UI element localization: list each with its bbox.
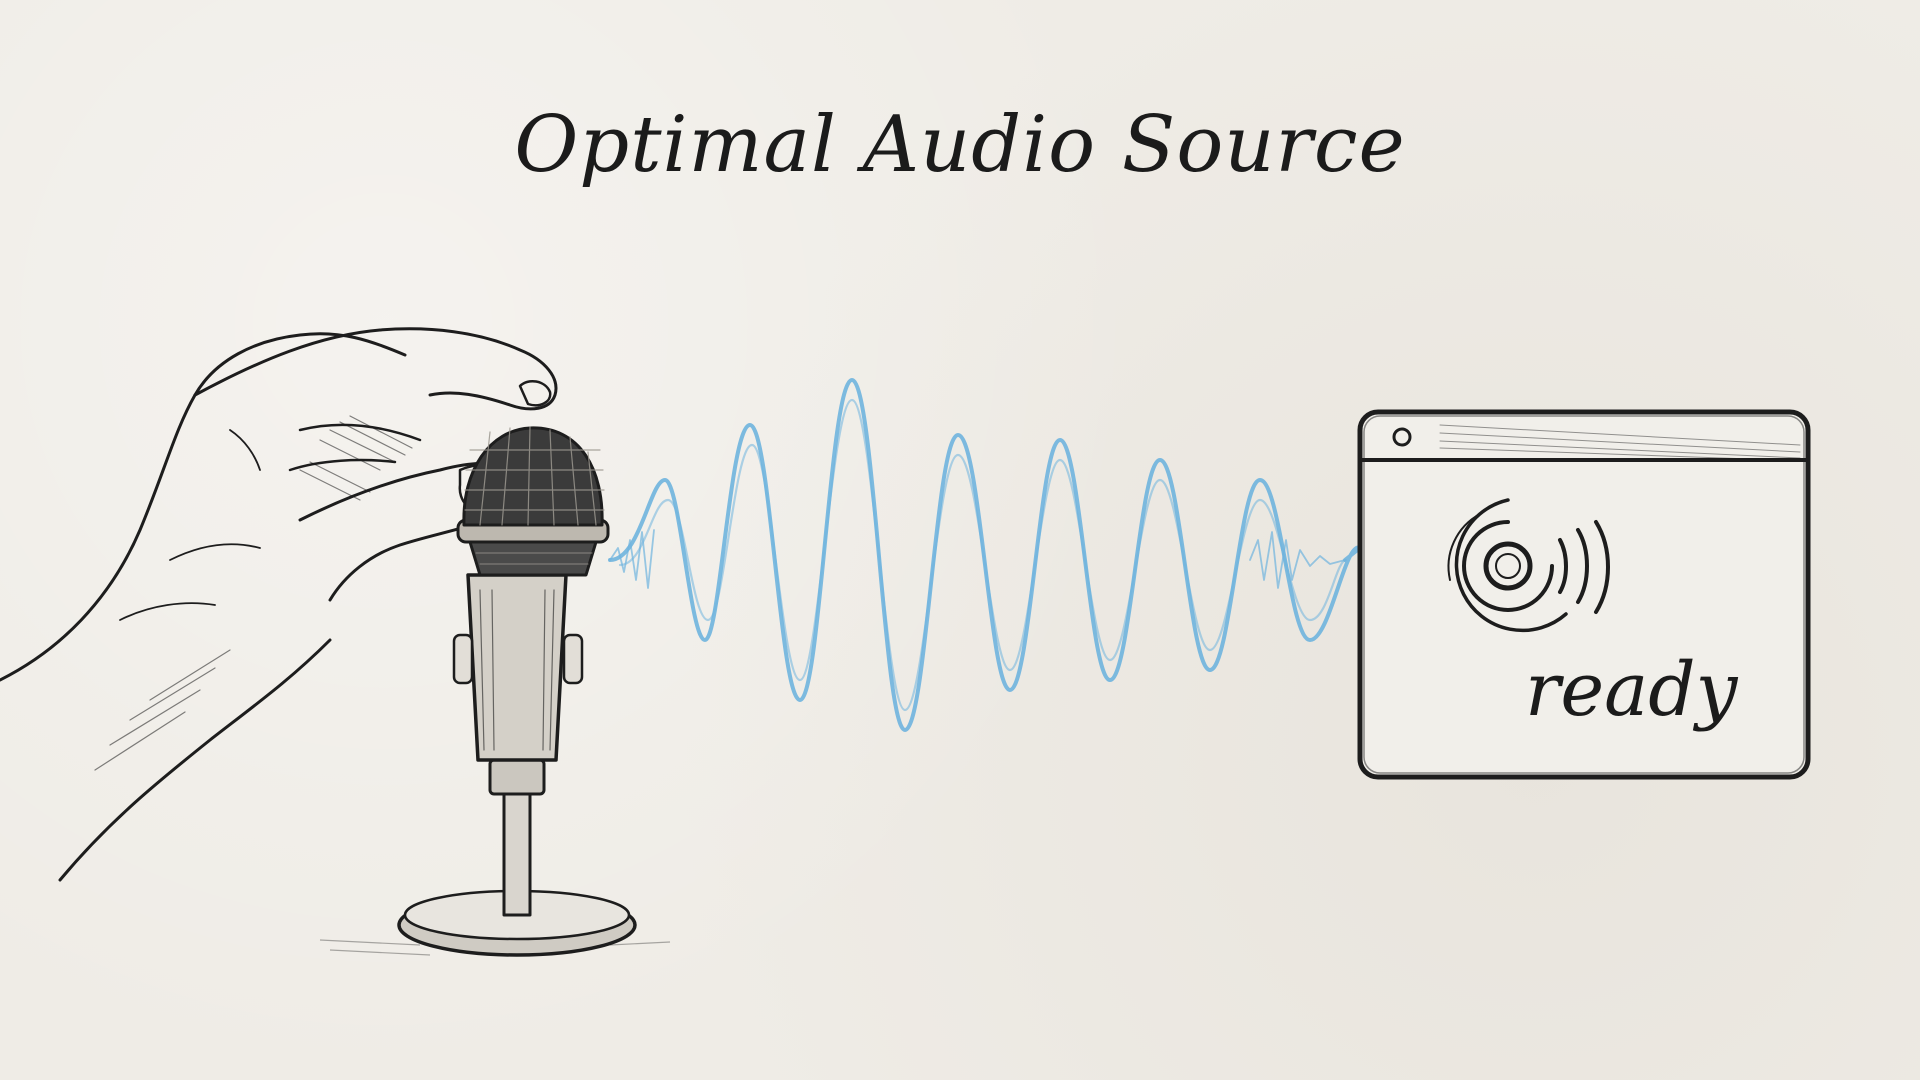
ground-shadow bbox=[319, 939, 671, 956]
sound-wave-icon bbox=[608, 378, 1362, 732]
speaker-icon bbox=[1447, 498, 1610, 633]
microphone-icon bbox=[397, 426, 637, 957]
status-label: ready bbox=[1525, 647, 1739, 733]
page-title: Optimal Audio Source bbox=[514, 100, 1406, 190]
app-window-icon bbox=[1357, 409, 1811, 780]
